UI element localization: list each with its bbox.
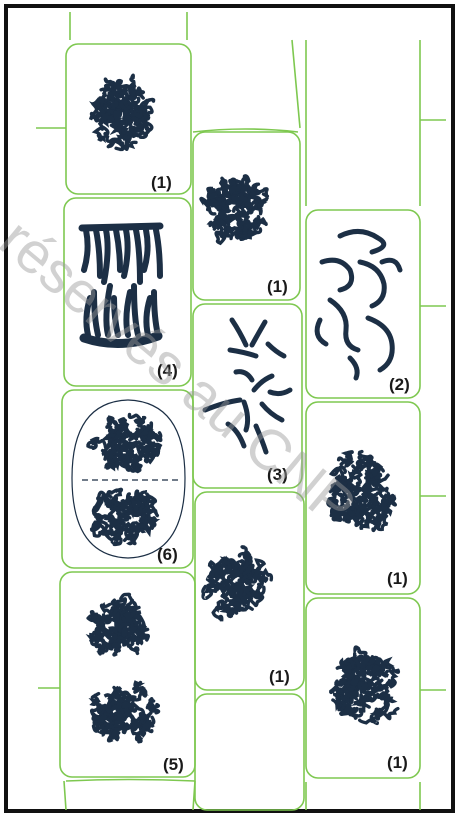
- chromatin-strand: [357, 457, 362, 471]
- chromatin-strand: [138, 130, 149, 138]
- cell-label: (2): [389, 375, 410, 394]
- cell-label: (1): [269, 667, 290, 686]
- anaphase-chromosome: [116, 230, 120, 270]
- nucleus: [201, 176, 267, 243]
- prophase-chromosome: [322, 260, 352, 290]
- chromatin-strand: [114, 123, 121, 131]
- nucleus: [88, 594, 148, 655]
- chromatin-strand: [88, 442, 96, 448]
- prophase-chromosome: [368, 318, 392, 370]
- chromatin-strand: [389, 671, 395, 687]
- cell-label: (1): [267, 277, 288, 296]
- cell-label: (1): [387, 569, 408, 588]
- prophase-chromosome: [360, 262, 384, 306]
- metaphase-chromosome: [254, 376, 272, 390]
- watermark-text: réservés au CNP: [0, 206, 368, 540]
- cell-wall: [62, 390, 193, 568]
- cell-wall: [195, 694, 304, 810]
- anaphase-chromosome: [136, 230, 140, 282]
- chromatin-strand: [115, 112, 121, 121]
- chromatin-strand: [213, 607, 222, 621]
- cell-label: (6): [157, 545, 178, 564]
- chromatin-strand: [95, 128, 104, 140]
- nucleus: [91, 75, 154, 149]
- chromatin-strand: [385, 698, 393, 707]
- cell-label: (1): [387, 753, 408, 772]
- anaphase-pole: [82, 226, 160, 228]
- chromatin-strand: [129, 85, 135, 97]
- chromatin-strand: [106, 85, 113, 90]
- chromatin-strand: [114, 722, 122, 726]
- metaphase-chromosome: [232, 320, 246, 345]
- chromatin-strand: [133, 502, 139, 511]
- cell-wall: [60, 572, 195, 777]
- nucleus: [92, 489, 158, 544]
- prophase-chromosome: [330, 300, 358, 350]
- nucleus: [203, 547, 272, 621]
- chromatin-strand: [239, 547, 249, 556]
- chromatin-strand: [135, 419, 144, 428]
- chromatin-strand: [141, 688, 146, 696]
- chromatin-strand: [102, 530, 112, 540]
- nucleus: [331, 647, 399, 723]
- chromatin-strand: [92, 523, 97, 531]
- prophase-chromosome: [340, 231, 384, 252]
- chromatin-strand: [132, 714, 146, 721]
- chromatin-strand: [98, 616, 109, 624]
- anaphase-chromosome: [124, 230, 128, 276]
- anaphase-chromosome: [156, 230, 160, 276]
- cell-label: (1): [151, 173, 172, 192]
- metaphase-chromosome: [270, 390, 290, 394]
- anaphase-chromosome: [144, 230, 148, 270]
- prophase-chromosome: [317, 320, 326, 344]
- prophase-chromosome: [350, 358, 357, 378]
- chromatin-strand: [149, 520, 155, 526]
- chromatin-strand: [112, 102, 117, 107]
- chromatin-strand: [108, 417, 115, 424]
- metaphase-chromosome: [268, 344, 284, 356]
- cell-label: (5): [163, 755, 184, 774]
- chromatin-strand: [122, 504, 127, 510]
- nucleus: [92, 683, 159, 742]
- metaphase-chromosome: [236, 372, 252, 380]
- metaphase-chromosome: [252, 322, 265, 345]
- prophase-chromosome: [382, 260, 400, 270]
- cell-wall: [306, 210, 420, 398]
- metaphase-chromosome: [230, 350, 256, 356]
- nucleus: [88, 415, 161, 472]
